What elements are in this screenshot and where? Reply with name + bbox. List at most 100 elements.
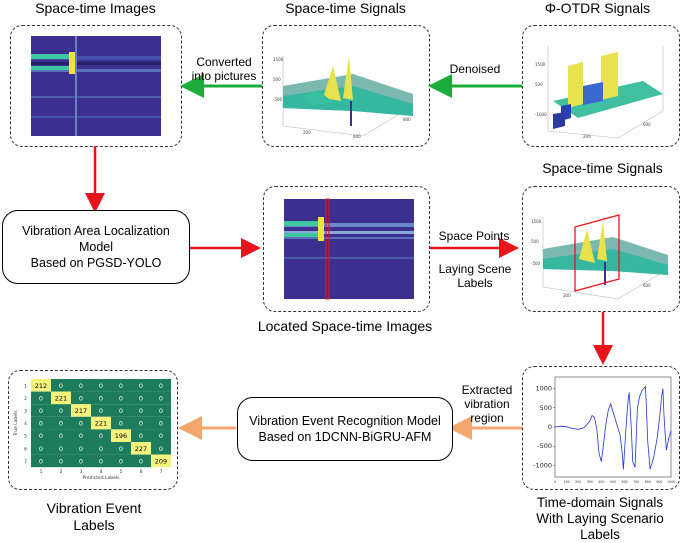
cm-cell-value: 0	[139, 420, 143, 428]
cm-cell-value: 196	[115, 432, 127, 440]
x-tick-label: 900	[656, 480, 662, 484]
svg-text:200: 200	[563, 293, 571, 298]
cm-cell	[111, 391, 131, 405]
cm-cell-value: 0	[119, 457, 123, 465]
x-tick-label: 800	[645, 480, 651, 484]
cm-x-tick: 2	[60, 469, 63, 475]
cm-x-tick: 3	[80, 469, 83, 475]
cm-cell-value: 0	[39, 445, 43, 453]
cm-cell-value: 212	[35, 382, 47, 390]
cm-y-tick: 5	[24, 434, 27, 440]
cm-cell	[31, 454, 51, 468]
y-tick-label: -1000	[533, 461, 552, 469]
cm-cell-value: 217	[75, 407, 87, 415]
cm-cell	[131, 404, 151, 417]
x-tick-label: 0	[554, 480, 556, 484]
y-tick-label: -500	[537, 442, 552, 450]
cm-cell-value: 227	[135, 445, 147, 453]
title-located-images: Located Space-time Images	[257, 318, 433, 334]
svg-text:600: 600	[643, 122, 651, 127]
cm-cell-value: 0	[139, 457, 143, 465]
cm-cell-value: 0	[119, 445, 123, 453]
cm-cell-value: 0	[79, 445, 83, 453]
cm-x-tick: 6	[140, 469, 143, 475]
cm-cell	[151, 442, 171, 455]
cm-cell	[71, 442, 91, 455]
cm-cell	[71, 454, 91, 468]
cm-cell-value: 0	[99, 445, 103, 453]
cm-cell	[151, 379, 171, 392]
cm-cell	[51, 454, 71, 468]
cm-x-tick: 4	[100, 469, 103, 475]
space-time-mid-3d-plot: 1500 500 -500 200 600	[531, 214, 668, 300]
title-otdr-signals: Φ-OTDR Signals	[544, 0, 651, 16]
cm-cell-value: 0	[99, 382, 103, 390]
cm-cell	[111, 416, 131, 430]
cm-y-tick: 1	[24, 383, 27, 389]
cm-cell-value: 221	[55, 394, 67, 402]
svg-text:500: 500	[535, 82, 543, 87]
svg-text:1500: 1500	[273, 57, 284, 62]
cm-cell-value: 0	[119, 382, 123, 390]
cm-cell-value: 0	[79, 432, 83, 440]
x-tick-label: 1000	[667, 480, 675, 484]
cm-cell-value: 0	[59, 432, 63, 440]
y-tick-label: 1000	[535, 385, 552, 393]
cm-cell	[151, 404, 171, 417]
cm-y-tick: 2	[24, 396, 27, 402]
cm-y-tick: 7	[24, 459, 27, 465]
x-tick-label: 300	[587, 480, 593, 484]
title-space-time-images: Space-time Images	[35, 0, 156, 16]
cm-cell-value: 0	[99, 457, 103, 465]
cm-cell-value: 0	[39, 420, 43, 428]
cm-cell-value: 0	[59, 407, 63, 415]
cm-cell	[91, 454, 111, 468]
cm-cell	[71, 429, 91, 442]
cm-cell	[111, 429, 131, 442]
cm-cell	[31, 442, 51, 455]
cm-cell	[71, 379, 91, 392]
cm-cell	[51, 404, 71, 417]
x-tick-label: 400	[598, 480, 604, 484]
cm-cell	[111, 379, 131, 392]
cm-cell	[151, 429, 171, 442]
cm-cell	[151, 391, 171, 405]
svg-text:-500: -500	[273, 97, 283, 102]
x-tick-label: 600	[622, 480, 628, 484]
cm-cell	[111, 454, 131, 468]
plot-frame	[554, 376, 672, 478]
recognition-model-box: Vibration Event Recognition Model Based …	[237, 397, 453, 461]
space-time-heatmap	[31, 36, 161, 136]
x-tick-label: 100	[564, 480, 570, 484]
cm-cell-value: 0	[99, 432, 103, 440]
cm-cell-value: 0	[39, 432, 43, 440]
cm-cell	[31, 379, 51, 392]
cm-cell	[51, 442, 71, 455]
y-tick-label: 0	[548, 423, 552, 431]
located-heatmap	[284, 198, 414, 300]
cm-cell	[91, 416, 111, 430]
space-time-signals-mid-panel: 1500 500 -500 200 600	[522, 186, 680, 312]
svg-text:200: 200	[583, 134, 591, 139]
cm-cell	[91, 404, 111, 417]
cm-x-tick: 5	[120, 469, 123, 475]
cm-cell-value: 0	[139, 382, 143, 390]
cm-cell	[31, 416, 51, 430]
cm-cell-value: 0	[139, 432, 143, 440]
svg-text:500: 500	[531, 239, 539, 244]
cm-cell	[131, 416, 151, 430]
cm-cell-value: 0	[39, 394, 43, 402]
cm-cell	[131, 429, 151, 442]
cm-cell-value: 0	[59, 445, 63, 453]
cm-cell-value: 0	[119, 394, 123, 402]
cm-cell-value: 0	[159, 432, 163, 440]
cm-cell-value: 0	[79, 394, 83, 402]
cm-ylabel: True Labels	[13, 410, 19, 437]
